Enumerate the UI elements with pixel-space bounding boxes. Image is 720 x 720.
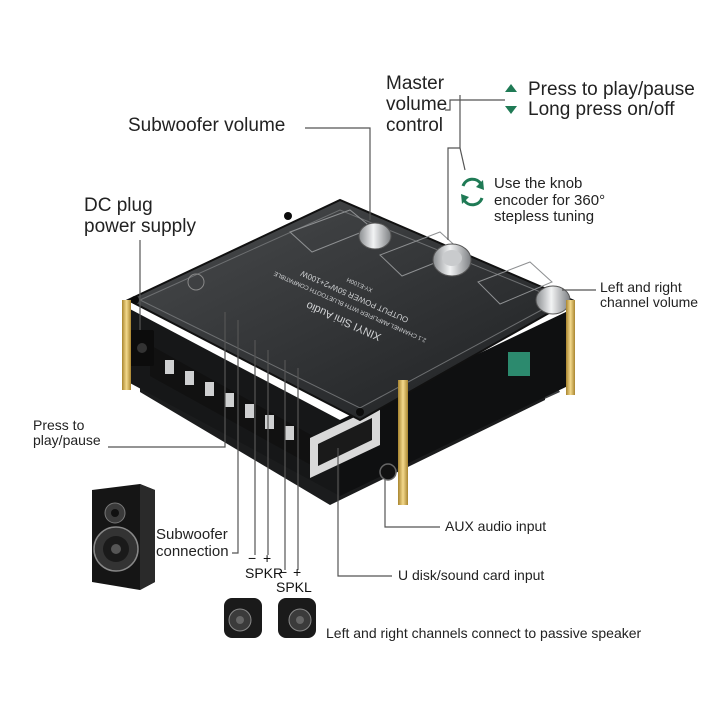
green-component — [508, 352, 530, 376]
master-volume-label: Master volume control — [386, 73, 448, 136]
press-play-pause-label: Press to play/pause — [528, 79, 695, 100]
spkl-label: SPKL — [276, 579, 312, 595]
aux-input-label: AUX audio input — [445, 518, 547, 534]
spkr-plus: + — [263, 550, 272, 566]
knob-encoder-label: Use the knob encoder for 360° stepless t… — [494, 175, 606, 225]
lr-volume-label: Left and right channel volume — [600, 279, 699, 311]
aux-jack — [379, 463, 397, 481]
subwoofer-volume-label: Subwoofer volume — [128, 115, 286, 136]
spkr-minus: − — [248, 550, 257, 566]
dc-plug-label: DC plug power supply — [84, 195, 196, 237]
usb-port — [310, 405, 380, 478]
passive-speaker-left-icon — [224, 598, 262, 638]
press-play-pause-left-label: Press to play/pause — [33, 417, 101, 449]
udisk-input-label: U disk/sound card input — [398, 567, 545, 583]
spkr-label: SPKR — [245, 565, 284, 581]
subwoofer-speaker-icon — [92, 484, 155, 590]
subwoofer-connection-label: Subwoofer connection — [156, 526, 229, 560]
spkl-minus: − — [279, 564, 288, 580]
gold-pillars — [122, 300, 575, 505]
knob-subwoofer — [358, 222, 392, 250]
spkl-plus: + — [293, 564, 302, 580]
passive-speaker-right-icon — [278, 598, 316, 638]
long-press-label: Long press on/off — [528, 99, 675, 120]
play-pause-arrows-icon — [505, 84, 517, 114]
callout-lines — [108, 95, 596, 577]
knob-master — [432, 243, 472, 277]
rotate-arrows-icon — [461, 177, 484, 207]
passive-speaker-label: Left and right channels connect to passi… — [326, 625, 642, 641]
terminal-block — [150, 345, 320, 470]
dc-jack — [130, 330, 154, 366]
